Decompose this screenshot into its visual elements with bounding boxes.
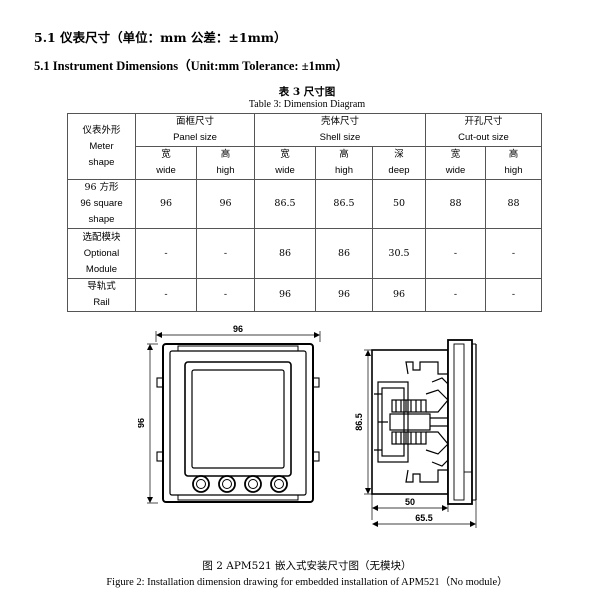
table-cell: - xyxy=(135,228,197,279)
table-cell: - xyxy=(485,278,542,312)
subheader-cn: 高 xyxy=(508,149,519,160)
corner-header-cn: 仪表外形 xyxy=(82,124,121,136)
subheader-cn: 高 xyxy=(339,149,349,160)
table-cell: - xyxy=(425,278,486,312)
installation-drawing: 96 96 xyxy=(138,324,477,528)
side-total-label: 65.5 xyxy=(415,513,433,523)
row-label-cn: 导轨式 xyxy=(87,281,116,292)
group-header-cn: 壳体尺寸 xyxy=(320,116,359,127)
row-label-en: 96 square shape xyxy=(80,198,123,225)
table-cell: - xyxy=(196,278,255,312)
table-cell: 96 xyxy=(372,278,426,312)
subheader-en: wide xyxy=(275,165,295,176)
row-label-cn: 选配模块 xyxy=(82,231,121,243)
subheader-en: high xyxy=(504,165,523,176)
subheader-cn: 宽 xyxy=(161,149,171,160)
table-cell: - xyxy=(485,228,542,279)
figure-caption-cn: 图 2 APM521 嵌入式安装尺寸图（无模块） xyxy=(202,560,412,572)
group-header-en: Cut-out size xyxy=(458,132,509,143)
row-label-en: Optional Module xyxy=(83,247,120,275)
front-width-label: 96 xyxy=(233,324,243,334)
subheader-cn: 宽 xyxy=(450,149,461,160)
table-caption-cn: 表 3 尺寸图 xyxy=(278,86,336,98)
group-header-shell: 壳体尺寸 Shell size xyxy=(254,113,426,147)
side-height-label: 86.5 xyxy=(354,413,364,431)
subheader-cell: 高 high xyxy=(485,146,542,180)
subheader-en: high xyxy=(216,165,235,176)
subheader-cn: 深 xyxy=(394,149,404,160)
table-cell: 96 xyxy=(196,179,255,229)
table-cell: 86.5 xyxy=(254,179,316,229)
subheader-en: wide xyxy=(445,165,466,176)
table-caption-en: Table 3: Dimension Diagram xyxy=(248,99,366,110)
row-label-cn: 96 方形 xyxy=(84,182,119,193)
front-buttons xyxy=(192,475,288,493)
table-cell: 86 xyxy=(254,228,316,279)
dimension-table: 仪表外形 Meter shape 面框尺寸 Panel size 壳体尺寸 Sh… xyxy=(67,113,542,312)
table-cell: 96 xyxy=(135,179,197,229)
table-cell: 96 xyxy=(254,278,316,312)
row-label: 导轨式 Rail xyxy=(67,278,136,312)
table-cell: 86.5 xyxy=(315,179,373,229)
group-header-panel: 面框尺寸 Panel size xyxy=(135,113,255,147)
group-header-cn: 面框尺寸 xyxy=(175,116,214,127)
subheader-en: wide xyxy=(156,165,176,176)
row-label-en: Rail xyxy=(93,297,110,308)
section-heading-cn: 5.1 仪表尺寸（单位：mm 公差：±1mm） xyxy=(34,30,287,45)
group-header-cutout: 开孔尺寸 Cut-out size xyxy=(425,113,542,147)
subheader-cell: 宽 wide xyxy=(135,146,197,180)
table-cell: 96 xyxy=(315,278,373,312)
subheader-cell: 高 high xyxy=(196,146,255,180)
table-cell: - xyxy=(135,278,197,312)
figure-caption-en: Figure 2: Installation dimension drawing… xyxy=(106,577,508,588)
subheader-en: deep xyxy=(388,165,410,176)
table-cell: 88 xyxy=(425,179,486,229)
corner-header: 仪表外形 Meter shape xyxy=(67,113,136,180)
group-header-en: Panel size xyxy=(173,132,217,143)
table-row: 导轨式 Rail - - 96 96 96 - - xyxy=(67,278,542,312)
front-view: 96 96 xyxy=(138,324,321,504)
subheader-row: 宽 wide 高 high 宽 wide 高 high 深 deep 宽 wide 高 hig… xyxy=(68,146,542,180)
table-cell: 50 xyxy=(372,179,426,229)
row-label: 96 方形 96 square shape xyxy=(67,179,136,229)
subheader-cell: 高 high xyxy=(315,146,373,180)
group-header-en: Shell size xyxy=(319,132,361,143)
subheader-cn: 高 xyxy=(220,149,231,160)
subheader-cell: 宽 wide xyxy=(254,146,316,180)
table-cell: 88 xyxy=(485,179,542,229)
mounting-clip xyxy=(374,361,449,483)
side-depth-label: 50 xyxy=(405,497,415,507)
table-row: 选配模块 Optional Module - - 86 86 30.5 - - xyxy=(67,228,542,279)
table-cell: - xyxy=(196,228,255,279)
table-cell: 86 xyxy=(315,228,373,279)
subheader-cn: 宽 xyxy=(280,149,290,160)
subheader-cell: 深 deep xyxy=(372,146,426,180)
group-header-cn: 开孔尺寸 xyxy=(464,116,503,127)
subheader-en: high xyxy=(335,165,353,176)
subheader-cell: 宽 wide xyxy=(425,146,486,180)
side-view: 86.5 50 xyxy=(354,339,477,528)
table-cell: 30.5 xyxy=(372,228,426,279)
section-heading-en: 5.1 Instrument Dimensions（Unit:mm Tolera… xyxy=(34,59,349,73)
corner-header-en: Meter shape xyxy=(88,140,115,168)
table-cell: - xyxy=(425,228,486,279)
row-label: 选配模块 Optional Module xyxy=(67,228,136,279)
front-height-label: 96 xyxy=(138,418,146,428)
